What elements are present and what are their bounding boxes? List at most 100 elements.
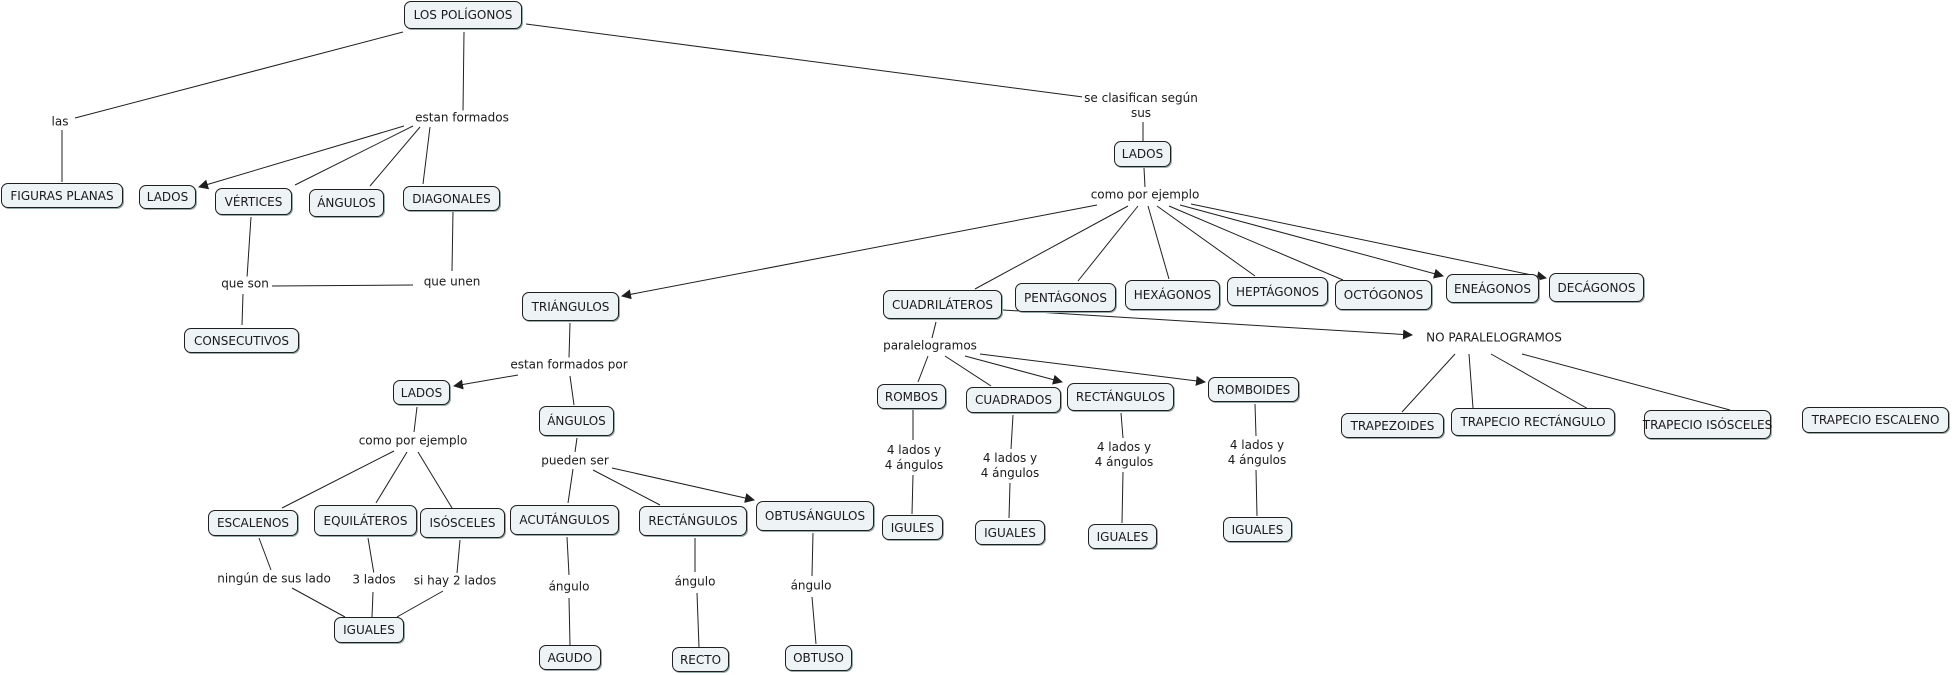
node-iguales-romboides[interactable]: IGUALES <box>1223 517 1292 542</box>
edge <box>911 474 914 515</box>
phrase-que-son: que son <box>219 276 271 292</box>
edge <box>568 322 571 359</box>
node-trapezoides[interactable]: TRAPEZOIDES <box>1341 413 1444 438</box>
edge <box>462 31 465 112</box>
node-trapecio-rectangulo[interactable]: TRAPECIO RECTÁNGULO <box>1451 408 1615 436</box>
node-decagonos[interactable]: DECÁGONOS <box>1549 273 1644 302</box>
node-obtusangulos[interactable]: OBTUSÁNGULOS <box>756 501 874 531</box>
edge <box>241 293 244 326</box>
phrase-no-paralelogramos[interactable]: NO PARALELOGRAMOS <box>1424 330 1564 346</box>
edge <box>456 539 461 574</box>
edge <box>574 437 578 453</box>
node-eneagonos[interactable]: ENEÁGONOS <box>1446 274 1539 303</box>
edge <box>1010 414 1014 450</box>
node-equilateros[interactable]: EQUILÁTEROS <box>314 505 417 536</box>
phrase-angulo-obtuso: ángulo <box>788 578 834 594</box>
node-romboides[interactable]: ROMBOIDES <box>1208 377 1299 402</box>
edge <box>1255 469 1258 517</box>
edge <box>453 374 519 390</box>
edge <box>1121 471 1124 524</box>
node-consecutivos[interactable]: CONSECUTIVOS <box>184 328 299 353</box>
node-cuadrados[interactable]: CUADRADOS <box>966 387 1061 413</box>
edge <box>1147 205 1170 280</box>
node-isosceles[interactable]: ISÓSCELES <box>420 508 505 538</box>
edge <box>291 587 346 618</box>
node-heptagonos[interactable]: HEPTÁGONOS <box>1227 277 1328 306</box>
edge <box>1120 412 1124 439</box>
node-los-poligonos[interactable]: LOS POLÍGONOS <box>404 1 522 29</box>
node-triangulos-lados[interactable]: LADOS <box>393 380 450 405</box>
phrase-si-hay-2-lados: si hay 2 lados <box>411 573 499 589</box>
edge <box>1156 205 1256 277</box>
phrase-paralelogramos: paralelogramos <box>881 338 979 354</box>
edge <box>396 590 444 618</box>
edge <box>1401 353 1456 413</box>
edge <box>568 597 571 646</box>
node-angulos[interactable]: ÁNGULOS <box>309 189 384 217</box>
edge <box>1008 482 1011 519</box>
node-lados-clasificacion[interactable]: LADOS <box>1114 141 1171 167</box>
edge <box>566 536 570 576</box>
edge <box>74 31 404 119</box>
edge <box>422 126 431 185</box>
edge <box>931 321 937 339</box>
node-pentagonos[interactable]: PENTÁGONOS <box>1015 283 1116 312</box>
node-octogonos[interactable]: OCTÓGONOS <box>1335 280 1432 310</box>
edge <box>1254 403 1257 437</box>
phrase-como-por-ejemplo: como por ejemplo <box>1088 187 1202 203</box>
phrase-se-clasifican: se clasifican según sus <box>1082 91 1200 121</box>
edge <box>592 469 661 506</box>
edge <box>417 451 453 509</box>
node-hexagonos[interactable]: HEXÁGONOS <box>1125 280 1220 310</box>
node-obtuso[interactable]: OBTUSO <box>785 645 852 671</box>
phrase-pueden-ser: pueden ser <box>539 453 611 469</box>
edge <box>611 467 755 503</box>
edge <box>367 537 375 575</box>
edge <box>369 126 421 187</box>
edge <box>917 355 929 383</box>
node-figuras-planas[interactable]: FIGURAS PLANAS <box>1 183 123 208</box>
edge <box>1002 309 1413 340</box>
node-diagonales[interactable]: DIAGONALES <box>403 186 500 211</box>
edge <box>811 532 814 577</box>
node-agudo[interactable]: AGUDO <box>539 645 601 670</box>
node-iguales-cuadrados[interactable]: IGUALES <box>975 520 1045 545</box>
phrase-4-lados-rectangulos: 4 lados y 4 ángulos <box>1092 440 1156 470</box>
node-trapecio-isosceles[interactable]: TRAPECIO ISÓSCELES <box>1643 410 1772 439</box>
node-acutangulos[interactable]: ACUTÁNGULOS <box>510 505 619 535</box>
node-lados[interactable]: LADOS <box>139 185 196 209</box>
node-iguales-triangulos[interactable]: IGUALES <box>334 617 404 643</box>
node-iguales-rectangulos[interactable]: IGUALES <box>1088 524 1157 549</box>
edge <box>1490 353 1591 411</box>
phrase-4-lados-rombos: 4 lados y 4 ángulos <box>882 443 946 473</box>
phrase-4-lados-romboides: 4 lados y 4 ángulos <box>1225 438 1289 468</box>
node-trapecio-escaleno[interactable]: TRAPECIO ESCALENO <box>1802 407 1949 433</box>
edge <box>1190 203 1547 282</box>
phrase-3-lados: 3 lados <box>350 572 398 588</box>
node-rectangulos-cuadrilateros[interactable]: RECTÁNGULOS <box>1067 383 1174 411</box>
node-escalenos[interactable]: ESCALENOS <box>208 510 298 536</box>
phrase-angulo-recto: ángulo <box>672 574 718 590</box>
phrase-las: las <box>49 114 71 130</box>
edge <box>1143 167 1146 188</box>
phrase-estan-formados-por: estan formados por <box>508 357 630 373</box>
phrase-4-lados-cuadrados: 4 lados y 4 ángulos <box>978 451 1042 481</box>
edge <box>979 353 1206 386</box>
edge <box>294 125 414 186</box>
edge <box>1521 353 1731 411</box>
edge <box>451 210 454 272</box>
node-cuadrilateros[interactable]: CUADRILÁTEROS <box>883 290 1002 319</box>
edge <box>258 537 272 571</box>
node-triangulos[interactable]: TRIÁNGULOS <box>522 292 619 321</box>
node-recto[interactable]: RECTO <box>672 647 729 672</box>
node-triangulos-angulos[interactable]: ÁNGULOS <box>539 406 614 436</box>
node-vertices[interactable]: VÉRTICES <box>215 188 292 215</box>
node-rombos[interactable]: ROMBOS <box>877 384 946 409</box>
edge <box>375 451 408 504</box>
edge <box>281 450 395 509</box>
node-igules-rombos[interactable]: IGULES <box>882 515 943 540</box>
phrase-que-unen: que unen <box>421 274 483 290</box>
node-rectangulos-triangulos[interactable]: RECTÁNGULOS <box>639 506 747 536</box>
edge <box>696 592 700 648</box>
